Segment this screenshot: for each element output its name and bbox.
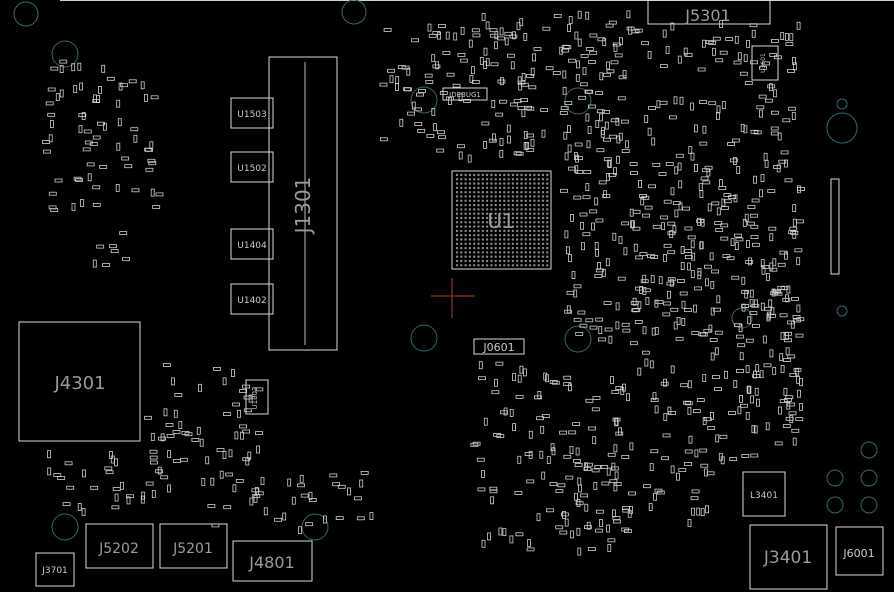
svg-text:J4801: J4801 — [248, 553, 294, 572]
connector-j4801: J4801 — [232, 540, 313, 582]
svg-text:J0601: J0601 — [482, 341, 514, 354]
connector-j3701: J3701 — [35, 552, 75, 587]
svg-text:U1404: U1404 — [237, 241, 267, 251]
connector-j4301: J4301 — [18, 321, 141, 442]
svg-text:J3401: J3401 — [763, 548, 812, 568]
svg-text:J1301: J1301 — [291, 177, 315, 236]
connector-j5201: J5201 — [159, 523, 228, 569]
svg-text:J5301: J5301 — [684, 6, 730, 25]
svg-text:L3401: L3401 — [750, 491, 778, 501]
passive-components — [42, 10, 805, 556]
connector-j0601: J0601 — [473, 338, 525, 355]
ic-u1803: U1803 — [245, 379, 269, 415]
connector-j5301: J5301 — [647, 0, 771, 25]
connector-j1301: J1301 — [268, 56, 338, 351]
ic-u1404: U1404 — [230, 228, 274, 260]
mounting-holes — [13, 0, 878, 541]
svg-text:J5201: J5201 — [172, 541, 213, 557]
ic-u3601: U3601 — [751, 45, 779, 81]
svg-text:J4301: J4301 — [53, 373, 105, 394]
svg-text:J6001: J6001 — [842, 547, 874, 560]
ic-u1502: U1502 — [230, 151, 274, 183]
svg-text:J3701: J3701 — [41, 566, 68, 576]
header-strip-right — [830, 178, 840, 275]
connector-j5202: J5202 — [85, 523, 154, 569]
inductor-l3401: L3401 — [742, 471, 786, 517]
connector-j6001: J6001 — [835, 526, 884, 576]
svg-text:U1803: U1803 — [251, 387, 259, 410]
connector-jdebug1: JDEBUG1 — [442, 87, 488, 101]
connector-j3401: J3401 — [749, 524, 828, 590]
svg-text:U1502: U1502 — [237, 164, 267, 174]
svg-text:J5202: J5202 — [98, 541, 139, 557]
svg-text:U1: U1 — [487, 209, 514, 233]
origin-marker — [431, 278, 475, 318]
svg-text:U1402: U1402 — [237, 296, 267, 306]
svg-text:U3601: U3601 — [760, 53, 767, 73]
ic-u1-bga: U1 — [451, 170, 552, 270]
svg-text:U1503: U1503 — [237, 110, 267, 120]
svg-text:JDEBUG1: JDEBUG1 — [448, 91, 481, 99]
ic-u1402: U1402 — [230, 283, 274, 315]
ic-u1503: U1503 — [230, 97, 274, 129]
